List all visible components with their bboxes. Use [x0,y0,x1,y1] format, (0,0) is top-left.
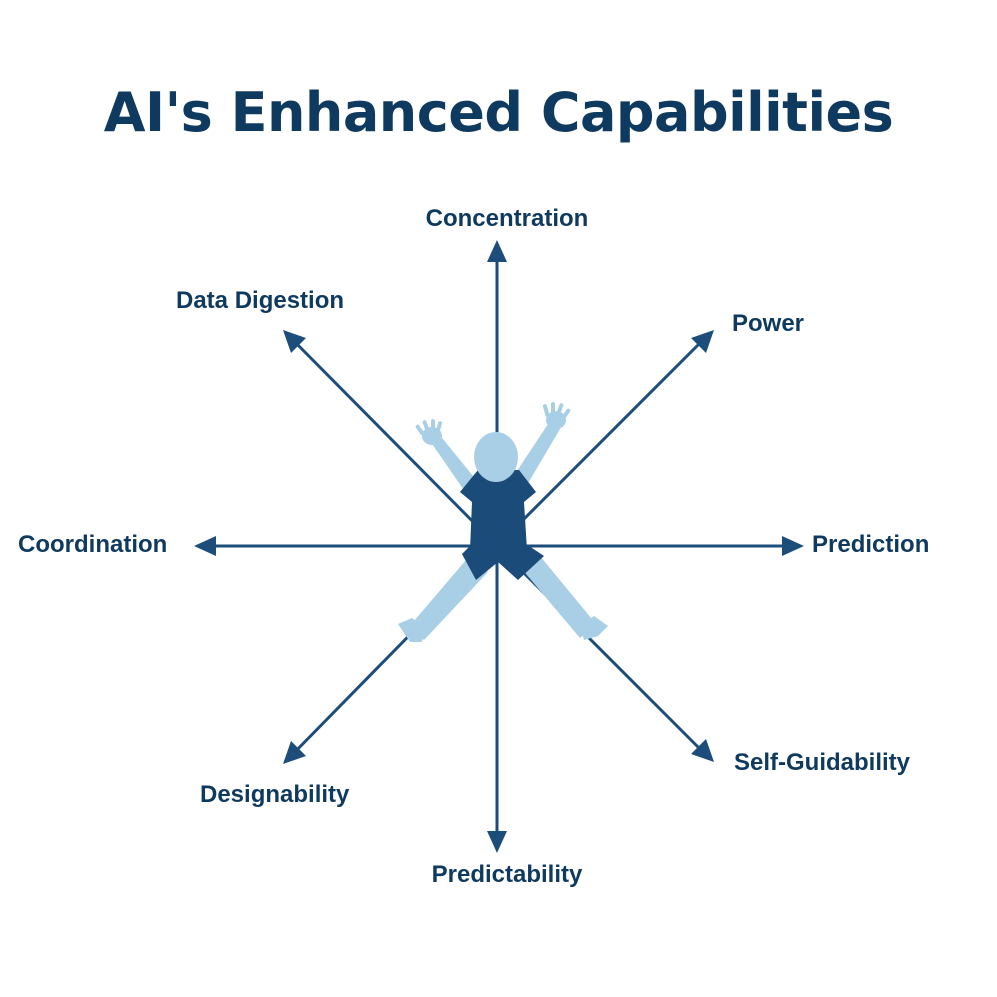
label-data-digestion: Data Digestion [176,287,345,314]
right-leg [521,556,596,638]
arrowhead-north [487,240,507,262]
person-star-pose-icon [398,402,608,642]
left-leg [408,560,488,640]
shorts [462,542,544,580]
right-hand [542,402,571,429]
label-self-guidability: Self-Guidability [734,749,911,776]
arrowheads [194,240,804,853]
label-coordination: Coordination [18,531,168,558]
arrowhead-north-west [283,330,306,353]
arrow-south-east [495,544,711,760]
arrow-north-west [285,332,499,548]
arrow-north-east [495,332,711,548]
arrowhead-north-east [691,330,714,353]
arrowhead-east [782,536,804,556]
arrowhead-south-west [283,741,306,764]
shirt [460,470,536,550]
right-arm [511,418,563,490]
label-predictability: Predictability [431,861,583,888]
label-power: Power [732,310,805,337]
label-designability: Designability [200,781,350,808]
right-foot [580,616,608,640]
page-title: AI's Enhanced Capabilities [103,81,894,144]
head [474,432,518,482]
label-prediction: Prediction [812,531,930,558]
arrowhead-south-east [691,739,714,762]
arrowhead-west [194,536,216,556]
arrowhead-south [487,831,507,853]
left-foot [398,618,424,642]
left-hand [415,419,443,445]
label-concentration: Concentration [425,205,589,232]
